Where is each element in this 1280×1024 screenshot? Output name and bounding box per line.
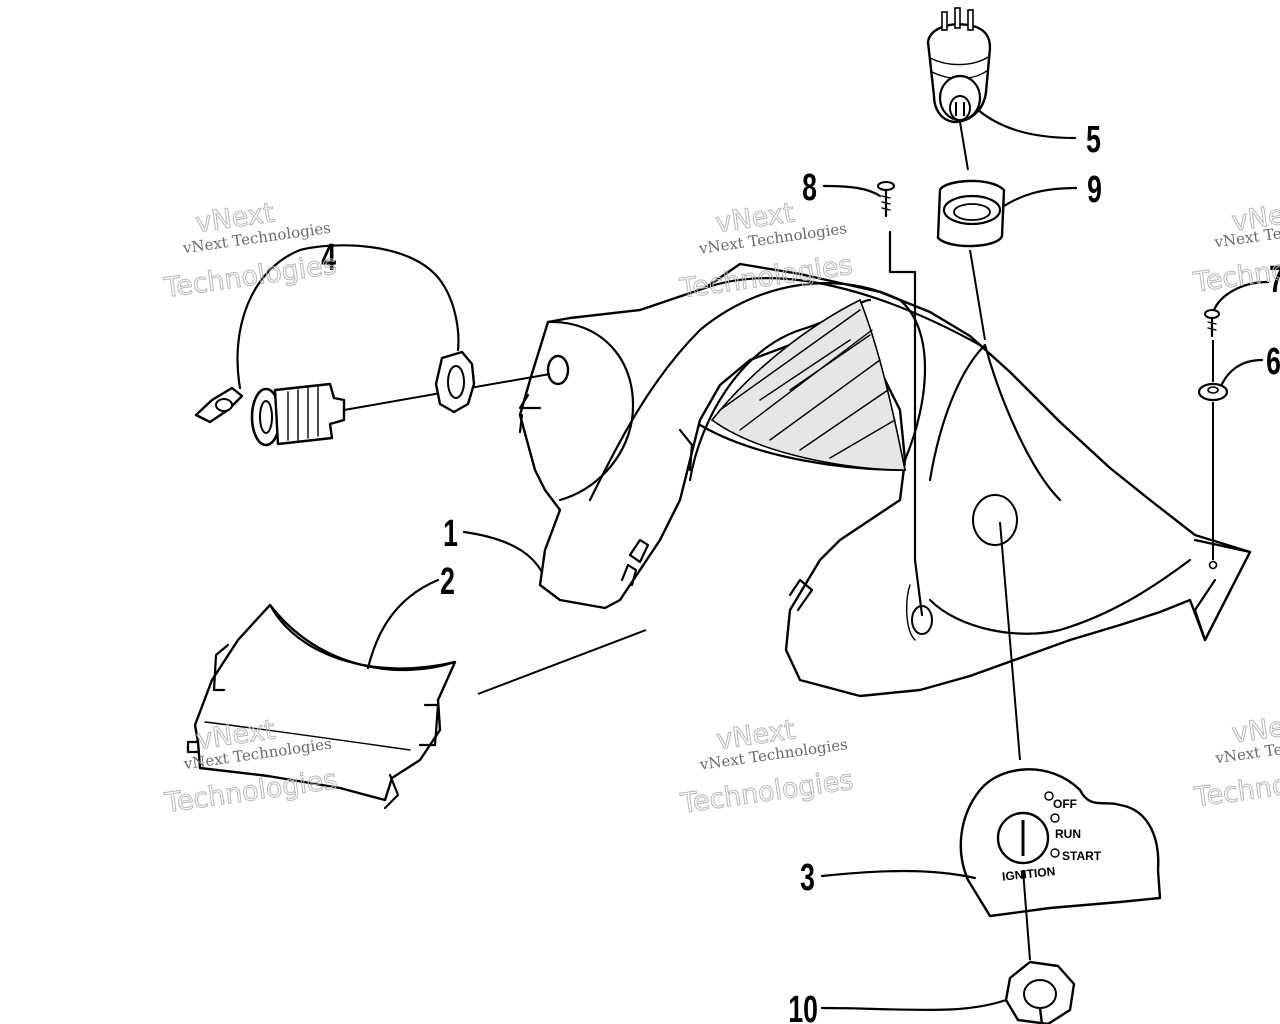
callout-labels: 1 2 3 4 5 6 7 8 9 10 [321,117,1280,1024]
svg-text:Technologies: Technologies [1191,244,1280,299]
svg-text:Technologies: Technologies [1192,759,1280,814]
callout-10: 10 [788,987,818,1024]
callout-6: 6 [1266,339,1280,382]
callout-8: 8 [802,165,817,208]
label-off: OFF [1053,797,1077,811]
leader-lines [366,108,1270,1012]
callout-9: 9 [1087,167,1102,210]
assembly-line [477,629,647,695]
dash-housing-part-1 [518,262,1252,698]
label-run: RUN [1055,827,1081,841]
label-ignition: IGNITION [1001,864,1056,883]
watermark-bottom-right: vNext vNext Technologies Technologies [1191,707,1280,814]
callout-1: 1 [443,511,458,554]
label-start: START [1062,849,1102,863]
screw-part-8 [877,181,924,617]
callout-4: 4 [321,235,336,278]
lower-cover-part-2 [186,603,457,810]
callout-5: 5 [1086,117,1101,160]
ignition-hole [972,494,1018,546]
switch-part-5 [926,7,992,171]
accessory-hole [546,354,570,386]
svg-text:Technologies: Technologies [161,249,338,304]
callout-3: 3 [800,855,815,898]
callout-7: 7 [1269,257,1280,300]
watermark-bottom-center: vNext vNext Technologies Technologies [678,714,856,820]
watermark-top-right: vNext vNext Technologies Technologies [1191,196,1280,300]
callout-2: 2 [440,559,455,602]
washer-part-6 [1197,340,1229,560]
screw-part-7 [1204,309,1220,338]
ignition-plate-part-3: OFF RUN START IGNITION [959,768,1162,918]
nut-part-10 [999,521,1076,1024]
grommet-part-9 [936,179,1006,341]
accessory-socket-part-4 [194,244,551,447]
